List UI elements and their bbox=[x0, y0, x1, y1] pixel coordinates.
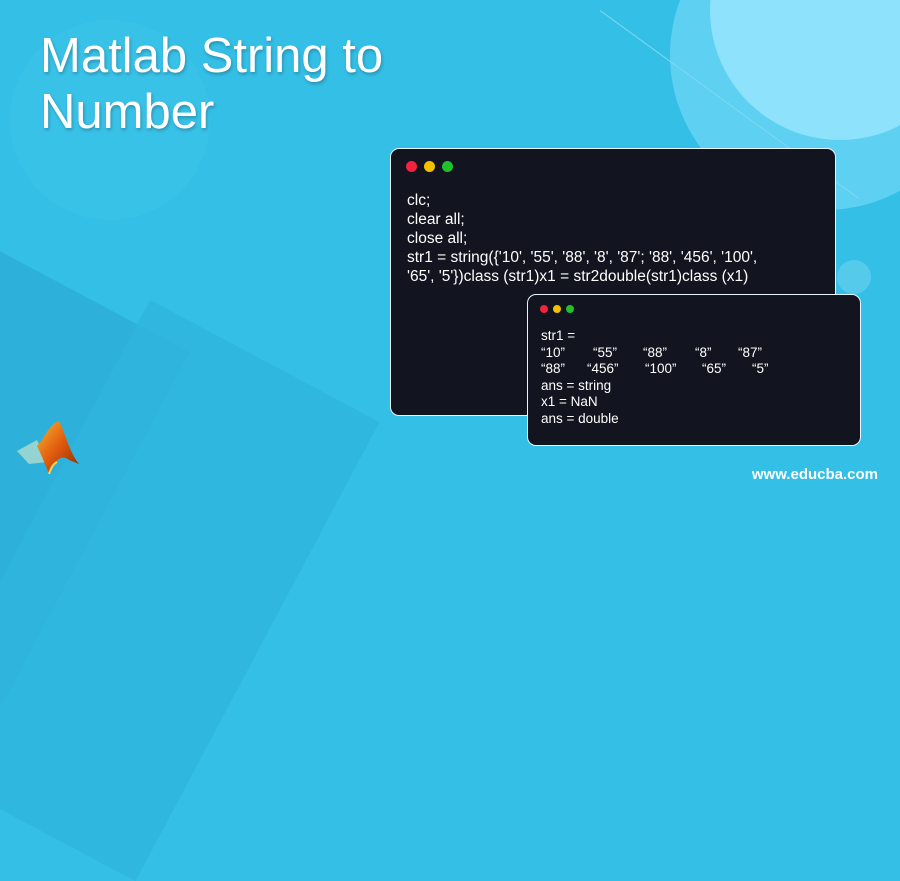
output-value: “100” bbox=[645, 361, 677, 377]
window-controls bbox=[406, 161, 453, 172]
maximize-dot-icon bbox=[442, 161, 453, 172]
code-block: clc; clear all; close all; str1 = string… bbox=[407, 191, 757, 286]
window-controls bbox=[540, 305, 574, 313]
background-circle bbox=[10, 20, 210, 220]
code-line: str1 = string({'10', '55', '88', '8', '8… bbox=[407, 249, 758, 266]
website-url: www.educba.com bbox=[751, 466, 878, 483]
output-value: “5” bbox=[752, 361, 769, 377]
close-dot-icon bbox=[540, 305, 548, 313]
output-value: “8” bbox=[695, 344, 712, 360]
output-line: x1 = NaN bbox=[541, 394, 598, 410]
background-circle bbox=[837, 260, 871, 294]
output-block: str1 = “10” “55” “88” “8” “87” “88” “456… bbox=[541, 328, 769, 428]
output-row: “10” “55” “88” “8” “87” bbox=[541, 345, 769, 362]
code-line: close all; bbox=[407, 230, 468, 247]
output-row: “88” “456” “100” “65” “5” bbox=[541, 361, 769, 378]
title-line-1: Matlab String to bbox=[40, 29, 384, 83]
output-value: “10” bbox=[541, 344, 566, 360]
code-line: clear all; bbox=[407, 211, 465, 228]
minimize-dot-icon bbox=[424, 161, 435, 172]
output-line: ans = string bbox=[541, 377, 612, 393]
matlab-logo-icon bbox=[17, 421, 79, 475]
output-value: “87” bbox=[738, 344, 763, 360]
output-value: “88” bbox=[643, 344, 668, 360]
minimize-dot-icon bbox=[553, 305, 561, 313]
output-line: str1 = bbox=[541, 328, 576, 343]
close-dot-icon bbox=[406, 161, 417, 172]
output-value: “65” bbox=[702, 361, 727, 377]
code-line: clc; bbox=[407, 192, 431, 209]
output-line: ans = double bbox=[541, 410, 619, 426]
maximize-dot-icon bbox=[566, 305, 574, 313]
code-line: '65', '5'})class (str1)x1 = str2double(s… bbox=[407, 268, 749, 285]
output-window: str1 = “10” “55” “88” “8” “87” “88” “456… bbox=[527, 294, 861, 446]
output-value: “55” bbox=[593, 344, 618, 360]
title-line-2: Number bbox=[40, 85, 215, 139]
output-value: “456” bbox=[587, 361, 619, 377]
page-title: Matlab String to Number bbox=[40, 28, 383, 140]
output-value: “88” bbox=[541, 361, 566, 377]
